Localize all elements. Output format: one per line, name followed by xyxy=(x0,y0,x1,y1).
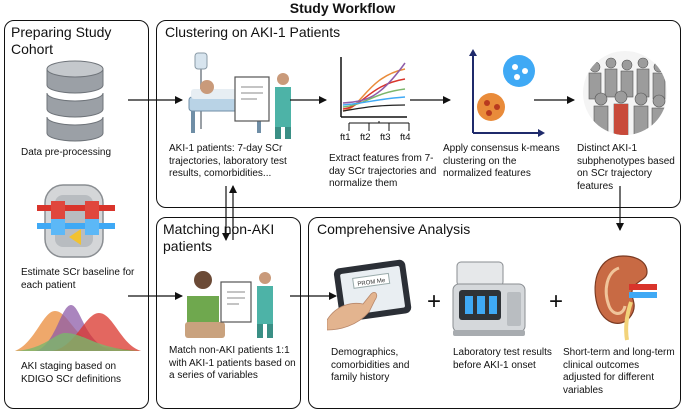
crowd-icon xyxy=(583,51,667,135)
caption-lab-results: Laboratory test results before AKI-1 ons… xyxy=(453,347,552,371)
kidney-machine-icon xyxy=(37,184,115,258)
caption-consensus-kmeans: Apply consensus k-means clustering on th… xyxy=(443,143,560,179)
panel-title: Preparing Study Cohort xyxy=(11,24,112,57)
database-icon xyxy=(46,60,104,142)
caption-aki1-patients: AKI-1 patients: 7-day SCr trajectories, … xyxy=(169,143,287,179)
trajectory-plot-icon xyxy=(340,57,407,118)
tablet-icon: PROM Me xyxy=(327,259,412,331)
panel-matching: Matching non-AKI patients Match non-AKI … xyxy=(156,217,301,409)
hospital-bed-patient-icon xyxy=(188,52,291,139)
feature-bracket-icon xyxy=(348,121,410,131)
distribution-curves-icon xyxy=(15,305,141,351)
panel-title: Matching non-AKI patients xyxy=(163,221,275,254)
panel-preparing-cohort: Preparing Study Cohort Data pre-processi… xyxy=(4,20,149,409)
lab-analyzer-icon xyxy=(452,261,526,336)
feature-label-ft2: ft2 xyxy=(360,132,371,143)
plus-sign-1: + xyxy=(427,288,442,315)
caption-match-nonaki: Match non-AKI patients 1:1 with AKI-1 pa… xyxy=(169,345,296,381)
kidney-icon xyxy=(594,255,657,341)
panel-title: Comprehensive Analysis xyxy=(317,221,471,237)
caption-data-preprocessing: Data pre-processing xyxy=(21,147,112,158)
feature-label-ft4: ft4 xyxy=(400,132,411,143)
panel-analysis: Comprehensive Analysis PROM Me Demograph… xyxy=(308,217,681,409)
tablet-screen-text: PROM Me xyxy=(357,278,386,288)
workflow-title: Study Workflow xyxy=(289,0,396,16)
doctor-patient-icon xyxy=(185,271,273,338)
caption-estimate-baseline: Estimate SCr baseline for each patient xyxy=(21,267,135,291)
panel-clustering: Clustering on AKI-1 Patients AKI-1 patie… xyxy=(156,20,681,208)
caption-demographics: Demographics, comorbidities and family h… xyxy=(331,347,410,383)
caption-extract-features: Extract features from 7-day SCr trajecto… xyxy=(329,153,437,189)
cluster-plot-icon xyxy=(469,49,545,137)
caption-distinct-subphenotypes: Distinct AKI-1 subphenotypes based on SC… xyxy=(577,143,675,192)
panel-title: Clustering on AKI-1 Patients xyxy=(165,24,341,40)
caption-aki-staging: AKI staging based on KDIGO SCr definitio… xyxy=(21,361,122,385)
feature-label-ft1: ft1 xyxy=(340,132,351,143)
plus-sign-2: + xyxy=(549,288,564,315)
feature-label-ft3: ft3 xyxy=(380,132,391,143)
caption-clinical-outcomes: Short-term and long-term clinical outcom… xyxy=(563,347,675,396)
